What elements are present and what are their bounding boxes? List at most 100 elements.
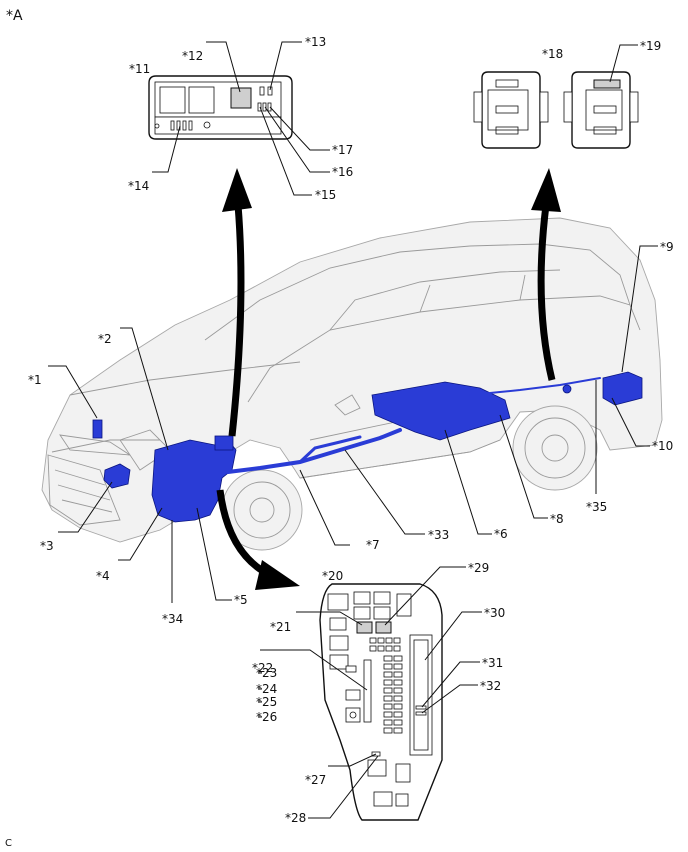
connector-18-pin-1: [495, 79, 519, 88]
label-23: *23: [256, 666, 277, 680]
label-8: *8: [550, 512, 564, 526]
fuse-17: [267, 102, 272, 112]
jb-cell-p: [395, 793, 409, 807]
label-18: *18: [542, 47, 563, 61]
leader-12: [206, 41, 241, 93]
leader-21: [296, 611, 363, 626]
fuse-14c: [182, 120, 187, 131]
jb-fuse-3: [385, 637, 393, 644]
jb-cell-g: [329, 617, 347, 631]
leader-15: [259, 106, 312, 196]
label-7: *7: [366, 538, 380, 552]
jb-cell-k: [345, 689, 361, 701]
relay-12: [230, 87, 252, 109]
jb-cell-d: [353, 606, 371, 620]
label-2: *2: [98, 332, 112, 346]
leader-13: [269, 41, 302, 91]
label-24: *24: [256, 682, 277, 696]
connector-19-tab-left: [563, 91, 573, 123]
leader-16: [264, 106, 330, 173]
jb-fuse-5: [369, 645, 377, 652]
label-15: *15: [315, 188, 336, 202]
pointer-arrows: [216, 168, 561, 590]
harness-7: [226, 428, 402, 474]
fuse-13: [267, 86, 273, 96]
relay-21: [356, 621, 373, 634]
label-1: *1: [28, 373, 42, 387]
relay-box-detail: [148, 75, 293, 140]
label-35: *35: [586, 500, 607, 514]
label-29: *29: [468, 561, 489, 575]
component-6-battery: [371, 381, 511, 441]
jb-fuse-8: [393, 645, 401, 652]
leader-1: [48, 365, 98, 419]
jb-fuse-4: [393, 637, 401, 644]
jb-cell-b: [353, 591, 371, 605]
label-28: *28: [285, 811, 306, 825]
label-20: *20: [322, 569, 343, 583]
leader-17: [269, 106, 330, 151]
leader-29: [384, 566, 466, 626]
leader-22: [260, 649, 368, 691]
component-1: [92, 419, 103, 439]
leader-8: [499, 414, 548, 519]
label-17: *17: [332, 143, 353, 157]
leader-31: [421, 661, 480, 708]
highlighted-components: [92, 371, 643, 523]
label-31: *31: [482, 656, 503, 670]
jb-cell-m: [367, 759, 387, 777]
label-5: *5: [234, 593, 248, 607]
label-27: *27: [305, 773, 326, 787]
fuse-14a: [170, 120, 175, 131]
label-16: *16: [332, 165, 353, 179]
jb-cell-a: [327, 593, 349, 611]
jb-fuse-6: [377, 645, 385, 652]
component-2-connector: [214, 435, 234, 451]
label-13: *13: [305, 35, 326, 49]
leader-3: [58, 481, 113, 533]
jb-screw: [349, 711, 357, 719]
label-6: *6: [494, 527, 508, 541]
jb-cell-i: [329, 654, 349, 670]
label-34: *34: [162, 612, 183, 626]
leader-6: [444, 429, 492, 535]
connector-19-inner: [585, 89, 623, 131]
harness-35: [469, 377, 601, 396]
jb-cell-c: [373, 591, 391, 605]
label-9: *9: [660, 240, 674, 254]
leader-30: [424, 611, 482, 661]
arrow-head-relay-box: [222, 168, 252, 212]
fuse-16: [262, 102, 267, 112]
leader-27: [328, 753, 377, 767]
label-22: *22: [252, 661, 273, 675]
leader-2: [120, 327, 169, 451]
connector-18-tab-right: [539, 91, 549, 123]
label-3: *3: [40, 539, 54, 553]
label-26: *26: [256, 710, 277, 724]
jb-pin-31: [415, 705, 427, 710]
connector-19-pin-3: [593, 126, 617, 135]
jb-cell-e: [373, 606, 391, 620]
arrow-to-connectors: [537, 204, 556, 381]
leader-28: [308, 755, 379, 819]
connector-rear: [562, 384, 572, 394]
connector-18-pin-2: [495, 105, 519, 114]
connector-18-tab-left: [473, 91, 483, 123]
fuse-slot: [259, 86, 265, 96]
connector-detail: [473, 71, 639, 149]
footer-code: C: [5, 838, 12, 849]
component-3: [103, 463, 131, 489]
jb-fuse-1: [369, 637, 377, 644]
label-32: *32: [480, 679, 501, 693]
label-19: *19: [640, 39, 661, 53]
label-25: *25: [256, 695, 277, 709]
harness-33: [298, 435, 362, 464]
component-9-10-rear-module: [602, 371, 643, 406]
jb-cell-j: [345, 665, 357, 673]
figure-code: *A: [6, 8, 23, 24]
connector-18-inner: [487, 89, 529, 131]
leader-4: [118, 507, 163, 561]
connector-18-pin-3: [495, 126, 519, 135]
